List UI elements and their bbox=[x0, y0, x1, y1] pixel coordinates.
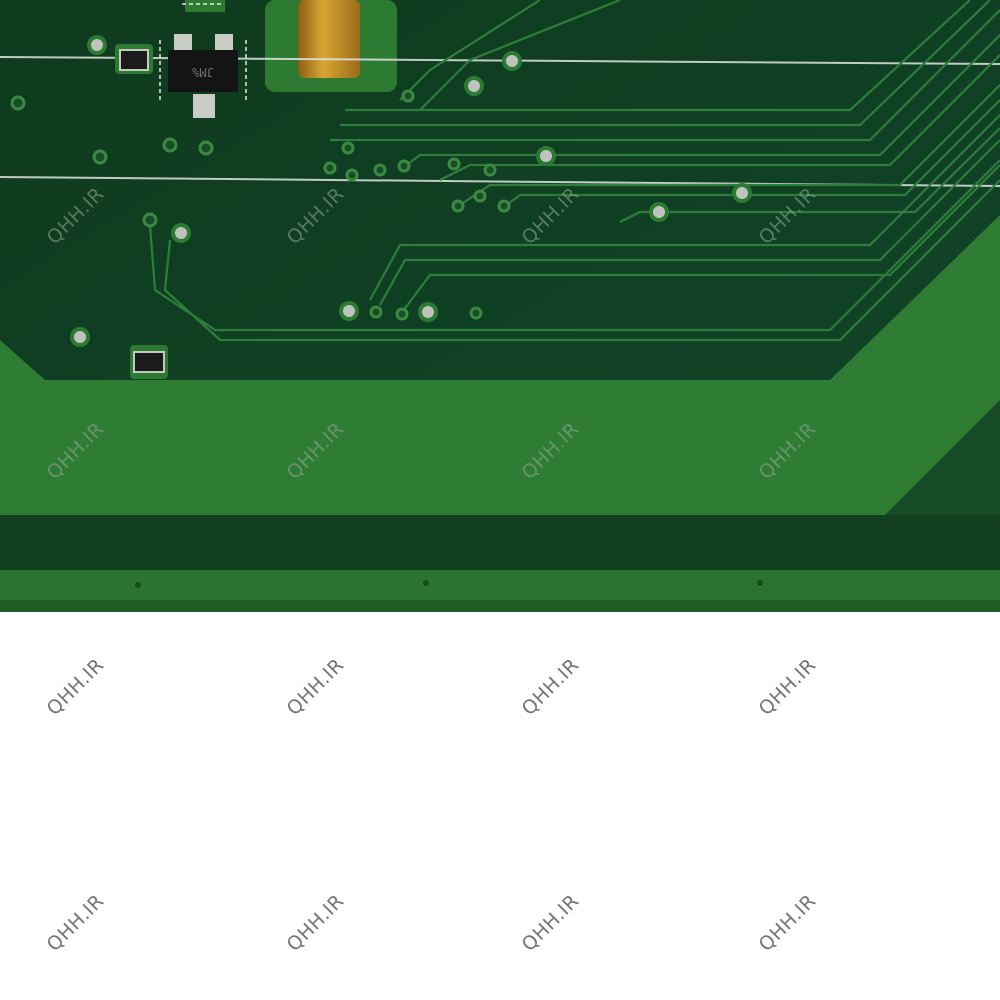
board-edge-strip bbox=[0, 570, 1000, 602]
gold-contact-pad bbox=[298, 0, 360, 78]
copper-pour-band bbox=[0, 215, 1000, 515]
chip-marking: JM% bbox=[192, 65, 214, 79]
pcb-traces bbox=[148, 0, 1000, 342]
vias bbox=[70, 35, 752, 347]
transistor-chip bbox=[168, 50, 238, 92]
